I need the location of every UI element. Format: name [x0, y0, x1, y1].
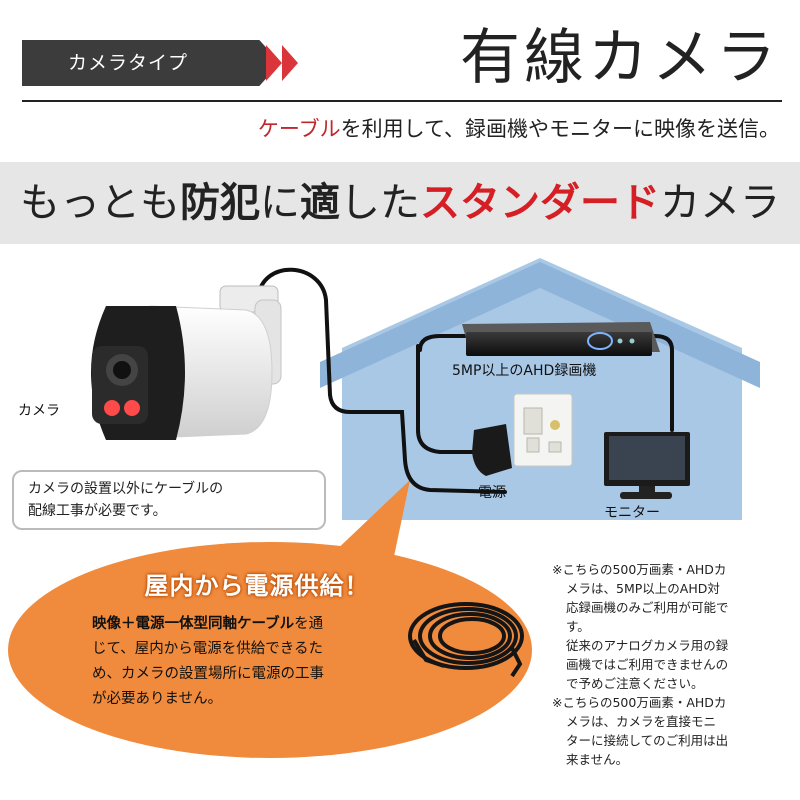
wiring-note-line: カメラの設置以外にケーブルの	[28, 481, 224, 497]
chevron-right-icon	[266, 45, 282, 81]
bubble-line: じて、屋内から電源を供給できるた	[92, 641, 323, 657]
slogan-band	[0, 162, 800, 244]
slogan-part: した	[340, 180, 420, 226]
title-divider	[22, 100, 782, 102]
note-line: 画機ではご利用できませんの	[566, 657, 729, 672]
note-line: ※こちらの500万画素・AHDカ	[552, 695, 727, 710]
bubble-body: 映像＋電源一体型同軸ケーブルを通 じて、屋内から電源を供給できるた め、カメラの…	[92, 612, 392, 712]
recorder-label: 5MP以上のAHD録画機	[452, 363, 597, 379]
monitor-label: モニター	[604, 505, 660, 521]
speech-bubble-icon	[8, 480, 532, 758]
house-icon	[320, 258, 760, 520]
slogan-part: カメラ	[660, 180, 780, 226]
subtitle-rest: を利用して、録画機やモニターに映像を送信。	[340, 117, 780, 141]
page-title: 有線カメラ	[460, 23, 780, 93]
slogan-part: 防犯	[180, 180, 260, 226]
slogan-part: に	[260, 180, 300, 226]
slogan-part: もっとも	[20, 180, 180, 226]
note-line: メラは、5MP以上のAHD対	[566, 581, 720, 596]
note-line: ※こちらの500万画素・AHDカ	[552, 562, 727, 577]
power-adapter-icon	[472, 424, 512, 476]
outlet-icon	[513, 393, 573, 467]
compatibility-notes: ※こちらの500万画素・AHDカ メラは、5MP以上のAHD対 応録画機のみご利…	[552, 560, 787, 769]
bubble-line: を通	[294, 616, 324, 632]
note-line: 従来のアナログカメラ用の録	[566, 638, 729, 653]
wiring-note-box: カメラの設置以外にケーブルの 配線工事が必要です。	[12, 470, 326, 530]
slogan: もっとも防犯に適したスタンダードカメラ	[0, 170, 800, 236]
security-camera-icon	[91, 285, 282, 440]
wiring-note-line: 配線工事が必要です。	[28, 503, 167, 519]
slogan-highlight: スタンダード	[420, 180, 660, 226]
coaxial-cable-icon	[408, 602, 524, 678]
chevron-right-icon	[282, 45, 298, 81]
note-line: ターに接続してのご利用は出	[566, 733, 729, 748]
note-line: 来ません。	[566, 752, 629, 767]
note-line: 応録画機のみご利用が可能で	[566, 600, 729, 615]
bubble-bold-text: 映像＋電源一体型同軸ケーブル	[92, 616, 295, 632]
bubble-title: 屋内から電源供給！	[144, 572, 370, 600]
camera-label: カメラ	[18, 403, 60, 419]
subtitle: ケーブルを利用して、録画機やモニターに映像を送信。	[90, 114, 780, 144]
subtitle-highlight: ケーブル	[257, 117, 341, 141]
recorder-icon	[462, 322, 660, 356]
note-line: す。	[566, 619, 590, 634]
bubble-line: が必要ありません。	[92, 691, 223, 707]
monitor-icon	[604, 432, 690, 499]
note-line: メラは、カメラを直接モニ	[566, 714, 717, 729]
camera-type-tag: カメラタイプ	[22, 40, 280, 86]
bubble-line: め、カメラの設置場所に電源の工事	[92, 666, 324, 682]
note-line: で予めご注意ください。	[566, 676, 704, 691]
power-label: 電源	[478, 485, 506, 501]
slogan-part: 適	[300, 180, 340, 226]
